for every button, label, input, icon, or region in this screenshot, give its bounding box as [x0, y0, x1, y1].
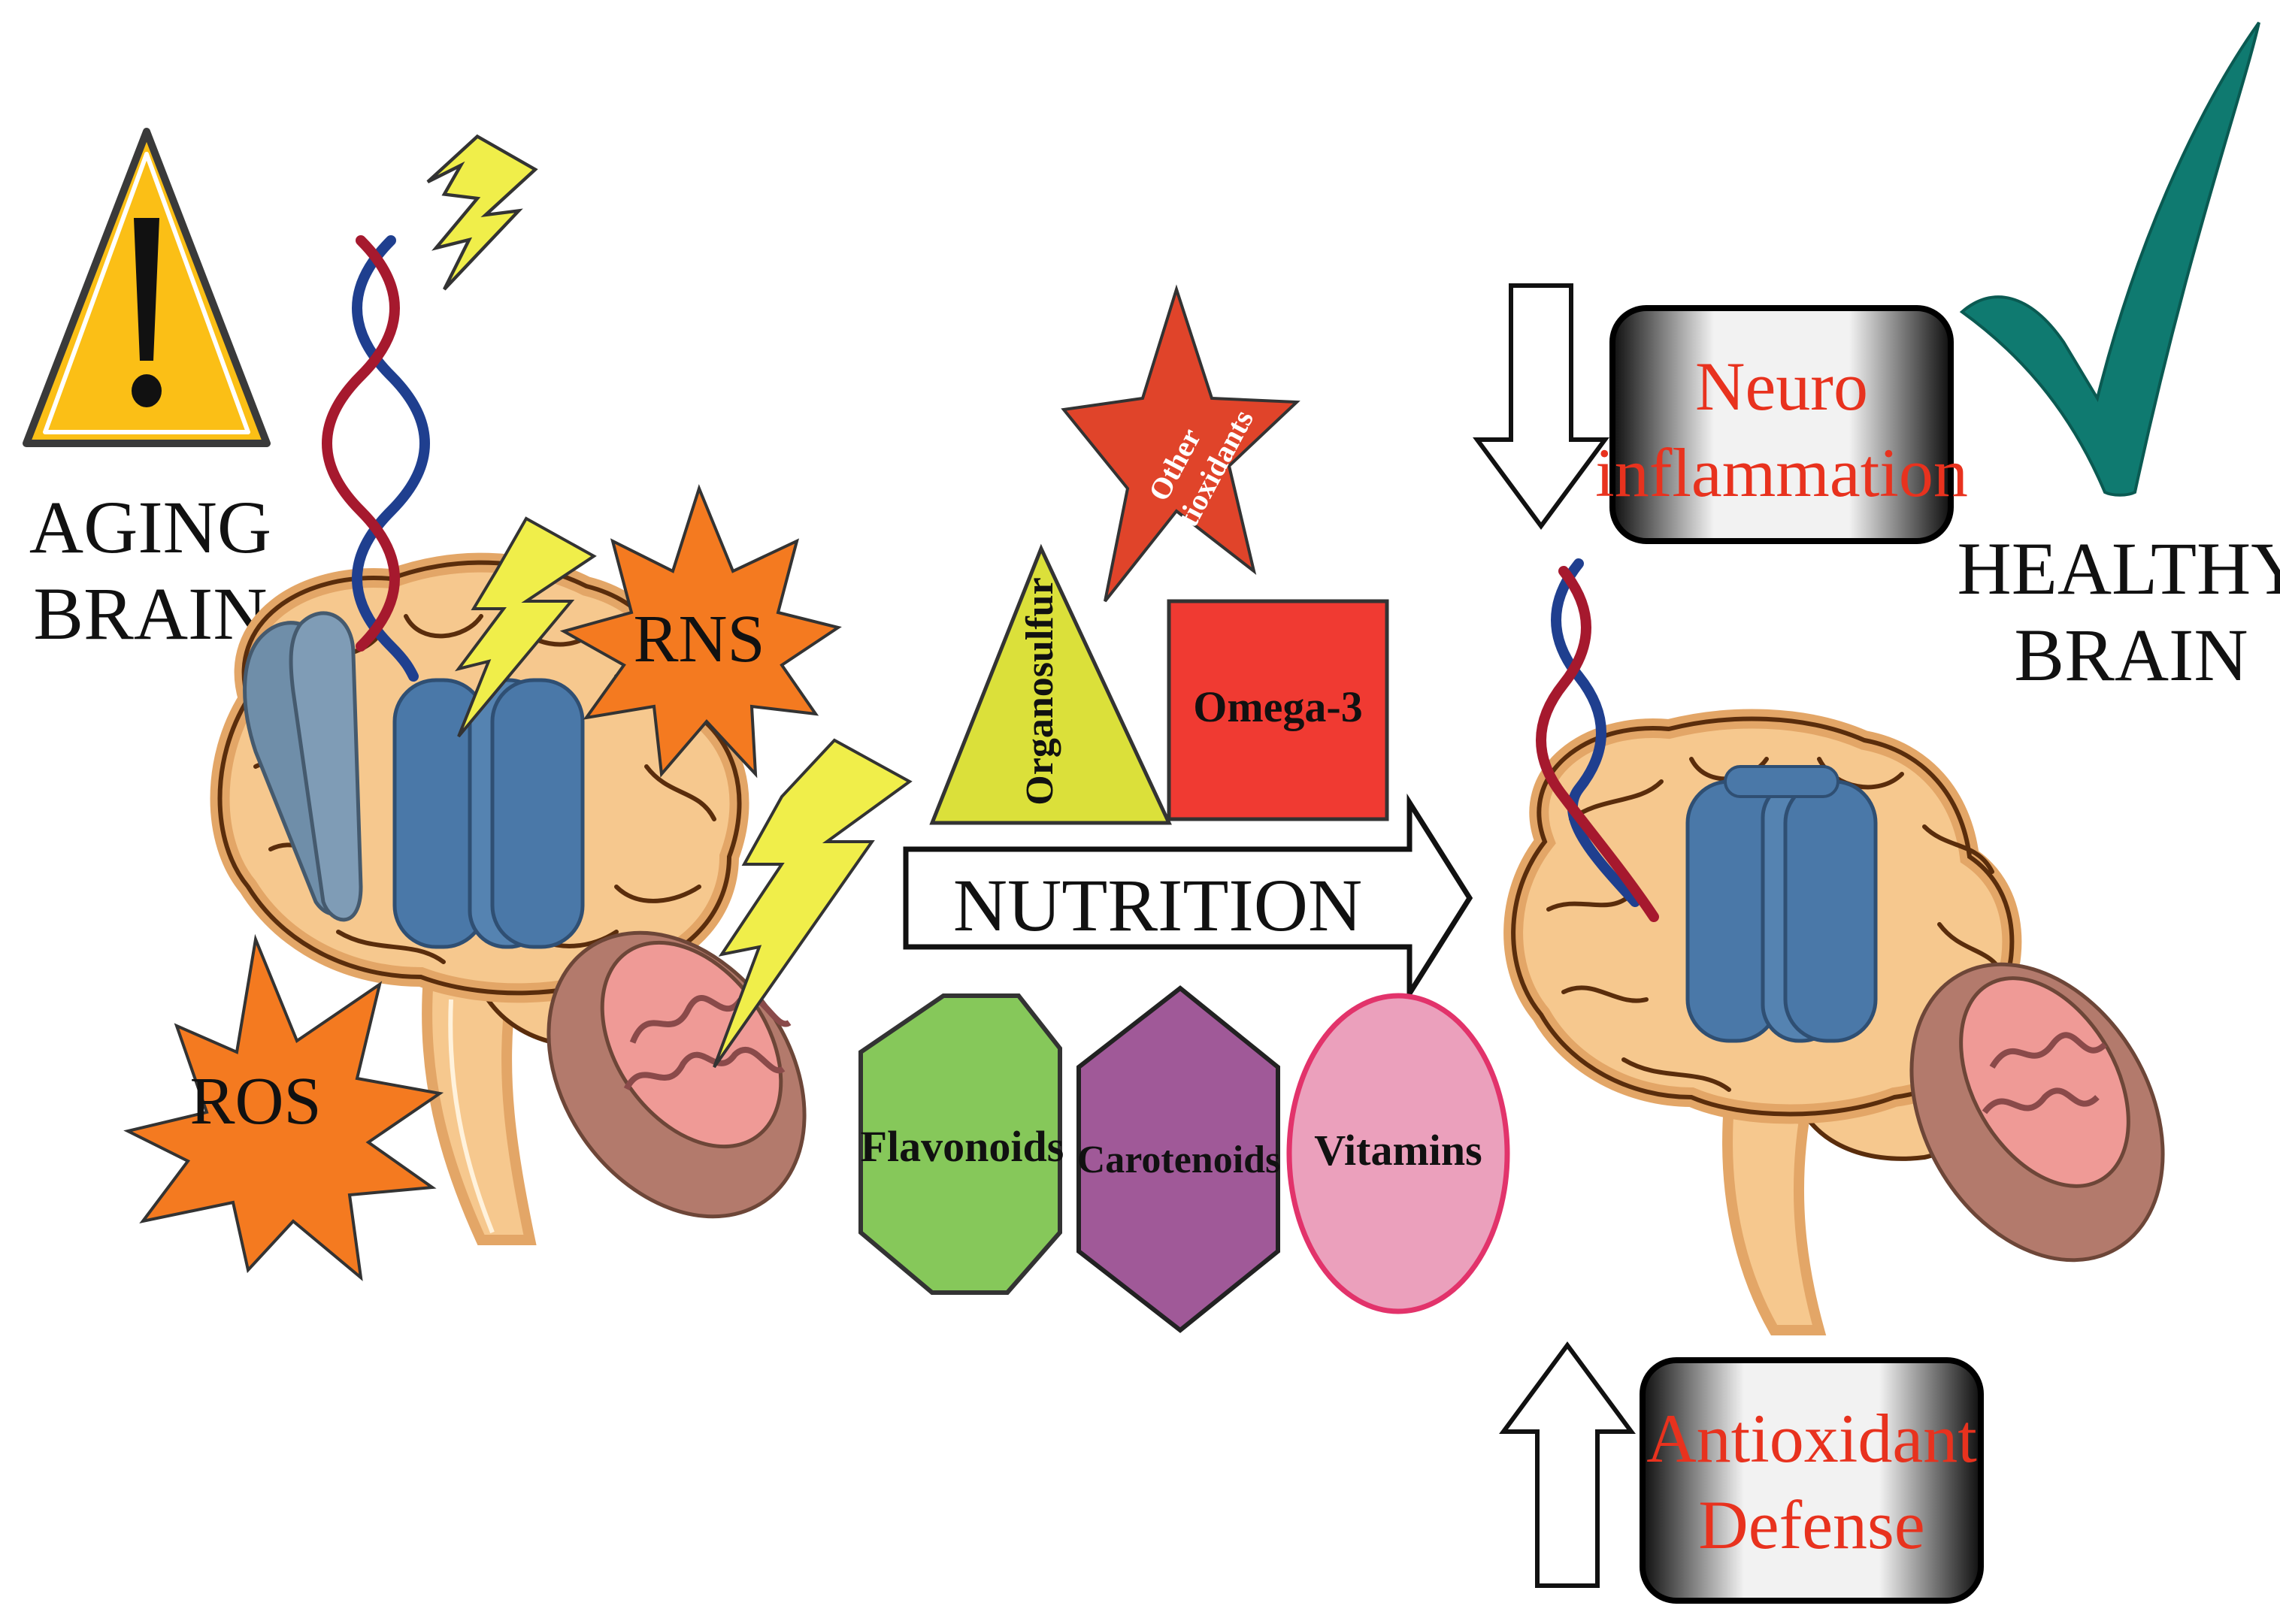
carotenoids-hexagon: Carotenoids: [1076, 985, 1281, 1333]
lightning-bolt-icon: [455, 516, 597, 738]
ros-burst: [123, 933, 444, 1281]
flavonoids-octagon: Flavonoids: [858, 993, 1064, 1295]
dna-strand: [1536, 558, 1659, 922]
arrow-up-icon: [1499, 1341, 1636, 1588]
ion-channel-degraded: [243, 611, 363, 922]
aging-brain-illustration: RNS ROS: [123, 134, 913, 1281]
flavonoids-label: Flavonoids: [861, 1122, 1064, 1171]
omega3-square: Omega-3: [1167, 599, 1389, 821]
antioxidant-defense-label-1: Antioxidant: [1646, 1400, 1977, 1477]
check-mark-icon: [1959, 21, 2260, 497]
antioxidant-defense-box: Antioxidant Defense: [1640, 1357, 1984, 1604]
healthy-brain-illustration: [1503, 558, 2165, 1335]
aging-brain-title-1: AGING: [29, 485, 271, 569]
neuroinflammation-label-2: inflammation: [1595, 434, 1968, 511]
rns-label: RNS: [633, 602, 765, 676]
lightning-bolt-icon: [713, 738, 913, 1069]
aging-brain-title-2: BRAIN: [33, 572, 267, 655]
arrow-down-icon: [1473, 283, 1609, 531]
nutrition-label: NUTRITION: [953, 863, 1362, 947]
other-antioxidants-star: Other antioxidants: [1061, 284, 1300, 603]
rns-burst: [559, 484, 842, 779]
dna-strand: [322, 235, 430, 682]
healthy-brain-title-1: HEALTHY: [1958, 527, 2280, 610]
neuroinflammation-label-1: Neuro: [1695, 348, 1868, 425]
ion-channel: [1685, 765, 1878, 1043]
omega3-label: Omega-3: [1193, 682, 1363, 731]
vitamins-label: Vitamins: [1314, 1126, 1482, 1175]
carotenoids-label: Carotenoids: [1077, 1139, 1281, 1181]
ros-label: ROS: [189, 1064, 321, 1139]
nutrition-arrow: NUTRITION: [903, 793, 1473, 1003]
lightning-bolt-icon: [426, 134, 538, 291]
vitamins-ellipse: Vitamins: [1286, 993, 1510, 1314]
neuroinflammation-box: Neuro inflammation: [1595, 305, 1968, 544]
ion-channel: [392, 678, 585, 949]
warning-icon: [23, 128, 271, 447]
organosulfur-label: Organosulfur: [1019, 577, 1061, 805]
antioxidant-defense-label-2: Defense: [1698, 1486, 1924, 1563]
organosulfur-triangle: Organosulfur: [929, 543, 1172, 825]
healthy-brain-title-2: BRAIN: [2014, 613, 2248, 697]
mitochondrion: [1909, 962, 2165, 1263]
